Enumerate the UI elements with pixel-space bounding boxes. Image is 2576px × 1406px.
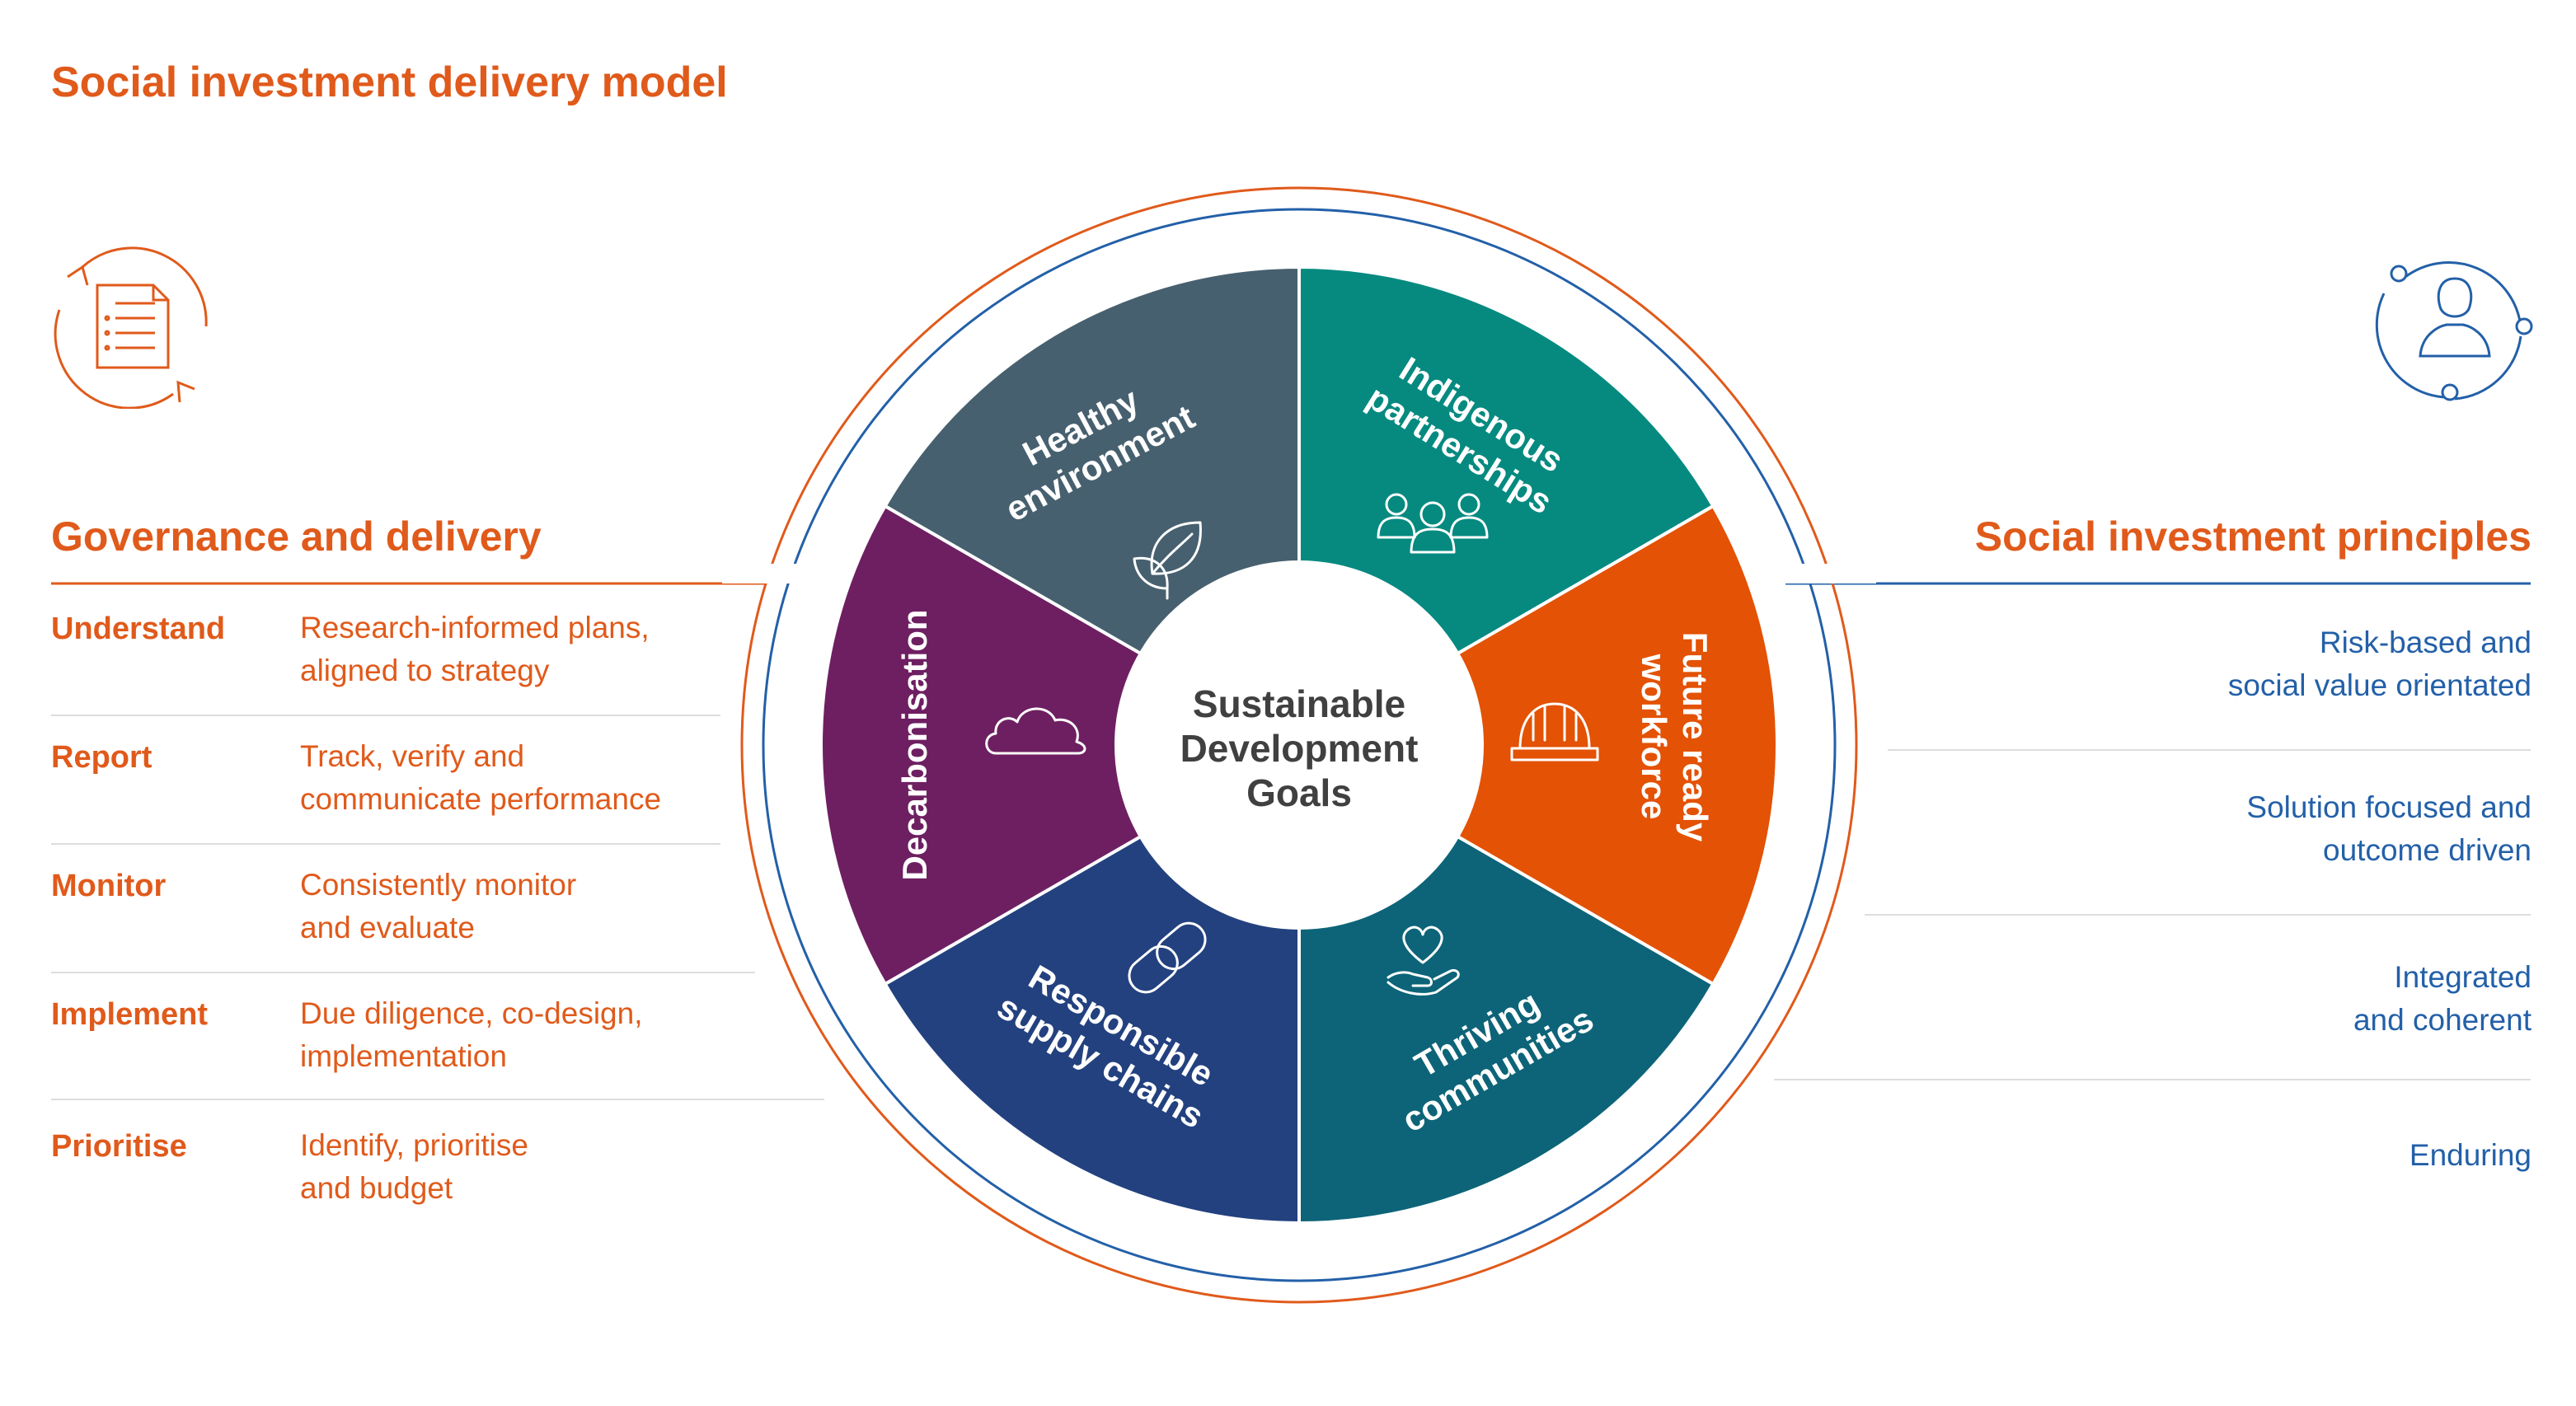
principle-item: Enduring xyxy=(2409,1134,2531,1177)
governance-heading: Governance and delivery xyxy=(51,513,542,560)
description-line: Track, verify and xyxy=(300,739,525,773)
cloud-icon xyxy=(985,707,1086,755)
governance-term: Report xyxy=(51,740,152,775)
governance-term: Implement xyxy=(51,997,209,1032)
principles-heading: Social investment principles xyxy=(1974,513,2531,560)
person-network-icon xyxy=(2375,261,2533,401)
sdg-wheel: Sustainable Development Goals Healthy en… xyxy=(722,186,1876,1304)
center-label: Goals xyxy=(1246,771,1352,814)
description-line: Research-informed plans, xyxy=(300,611,650,644)
governance-description: Consistently monitor and evaluate xyxy=(300,864,576,949)
description-line: Due diligence, co-design, xyxy=(300,996,643,1030)
principle-line: outcome driven xyxy=(2323,833,2531,867)
document-cycle-icon xyxy=(54,246,208,409)
outer-ring-orange xyxy=(740,186,1858,1304)
governance-description: Research-informed plans, aligned to stra… xyxy=(300,607,650,692)
governance-term: Prioritise xyxy=(51,1129,187,1164)
segment-label: Decarbonisation xyxy=(895,609,934,880)
governance-description: Due diligence, co-design, implementation xyxy=(300,992,642,1078)
wheel-segment xyxy=(1296,504,1779,987)
governance-term: Monitor xyxy=(51,869,167,903)
center-circle xyxy=(1114,560,1484,930)
center-label: Development xyxy=(1180,727,1419,770)
center-label: Sustainable xyxy=(1193,682,1405,725)
segment-label: Future ready xyxy=(1676,632,1715,842)
principle-line: Risk-based and xyxy=(2319,626,2531,659)
governance-term: Understand xyxy=(51,612,226,646)
segment-label: workforce xyxy=(1635,654,1673,820)
hard-hat-icon xyxy=(1510,702,1599,762)
governance-description: Identify, prioritise and budget xyxy=(300,1124,528,1210)
people-group-icon xyxy=(1377,493,1489,554)
wheel-segment xyxy=(819,504,1303,987)
description-line: implementation xyxy=(300,1039,507,1073)
leaf-icon xyxy=(1133,521,1202,600)
governance-description: Track, verify and communicate performanc… xyxy=(300,735,661,821)
principle-line: social value orientated xyxy=(2227,668,2531,702)
page-title: Social investment delivery model xyxy=(51,59,728,106)
outer-ring-blue xyxy=(762,208,1837,1282)
description-line: Consistently monitor xyxy=(300,868,577,902)
heart-hand-icon xyxy=(1387,926,1460,996)
description-line: and budget xyxy=(300,1171,453,1205)
principle-item: Integrated and coherent xyxy=(2353,956,2531,1042)
description-line: Identify, prioritise xyxy=(300,1128,528,1162)
description-line: and evaluate xyxy=(300,911,475,944)
principle-item: Risk-based and social value orientated xyxy=(2228,621,2531,707)
chain-link-icon xyxy=(1128,921,1207,994)
principle-item: Solution focused and outcome driven xyxy=(2246,786,2531,872)
principle-line: Integrated xyxy=(2394,960,2531,994)
description-line: aligned to strategy xyxy=(300,654,550,687)
principle-line: Solution focused and xyxy=(2246,790,2531,824)
description-line: communicate performance xyxy=(300,782,662,816)
principle-line: and coherent xyxy=(2353,1003,2531,1037)
principle-line: Enduring xyxy=(2409,1138,2531,1172)
